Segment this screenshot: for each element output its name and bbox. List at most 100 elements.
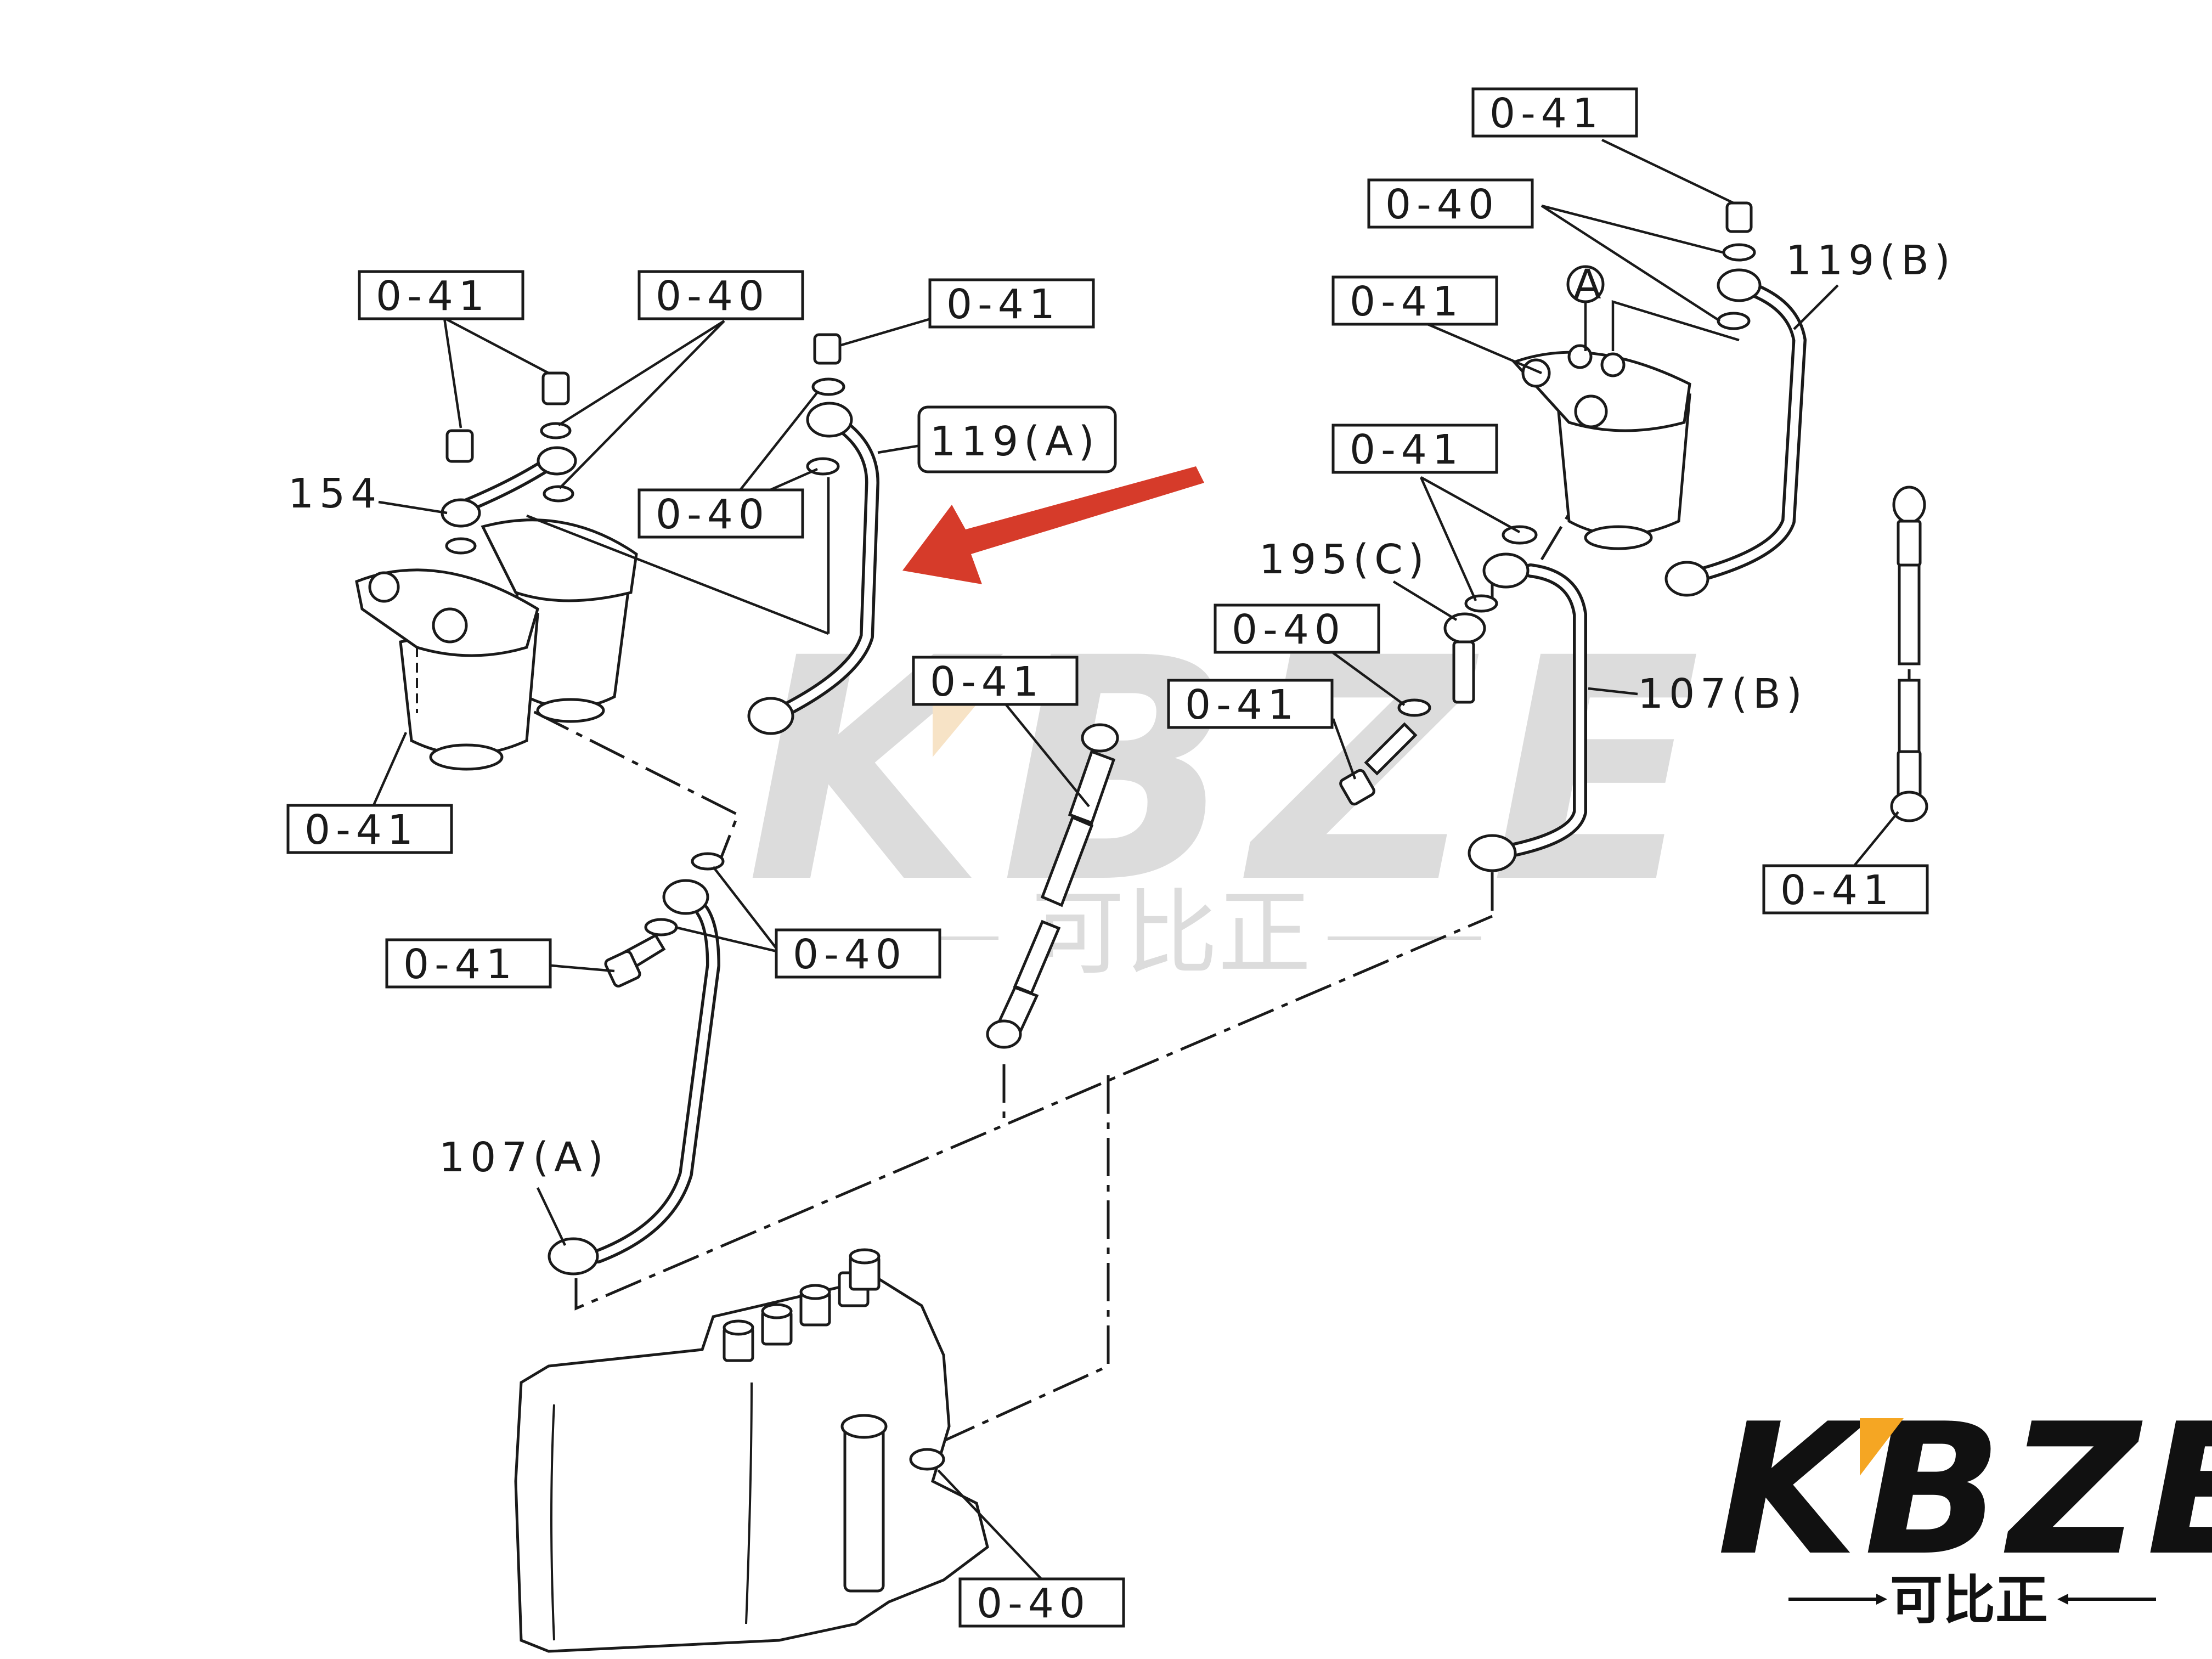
pipe-107a-fill: [594, 906, 718, 1261]
label-l02: 0-40: [1385, 181, 1499, 228]
bolt-left-1: [445, 429, 474, 463]
washer-119b-bottom: [1717, 312, 1751, 330]
leader-l17: [1003, 701, 1090, 808]
label-box-l20: [775, 928, 941, 979]
pipe-107a: [548, 852, 725, 1276]
pipe-119a-fill: [775, 424, 877, 718]
center-hose-upper-section: [1040, 815, 1094, 907]
leader-l23: [937, 1469, 1043, 1581]
label-l12: 119(A): [930, 418, 1100, 465]
label-box-l14: [1214, 603, 1380, 654]
washer-left-2: [543, 485, 574, 503]
right-hose-upper-section: [1898, 563, 1921, 665]
label-box-l19: [1762, 864, 1929, 915]
logo-rule-right-tip: [2057, 1594, 2068, 1605]
label-l20: 0-40: [793, 931, 907, 978]
label-box-l02: [1367, 178, 1534, 229]
bolt-107a-head: [604, 950, 641, 988]
label-box-l10: [1331, 424, 1498, 474]
label-l13: 195(C): [1259, 536, 1430, 583]
label-box-l04: [1331, 275, 1498, 326]
right-hose-top-eye: [1892, 486, 1926, 524]
label-box-l21: [385, 938, 552, 989]
label-box-l23: [958, 1577, 1125, 1628]
leader-l02a: [1541, 204, 1723, 254]
washer-107b-top: [1502, 525, 1538, 545]
leader-lines: [371, 138, 1899, 1581]
right-filter-head: [1511, 351, 1691, 432]
label-l06: 0-41: [376, 273, 490, 320]
label-l19: 0-41: [1780, 867, 1894, 914]
leader-l20a: [712, 866, 780, 953]
leader-l04: [1426, 322, 1542, 375]
right-hose-top-fitting: [1897, 520, 1922, 567]
leader-l02b: [1541, 205, 1721, 322]
label-l11: 0-40: [656, 491, 770, 538]
label-l09: 154: [288, 470, 382, 517]
callout-a-bracket: [1611, 300, 1740, 351]
pump-body-edge-1: [550, 1404, 555, 1641]
label-l10: 0-41: [1350, 426, 1464, 473]
center-hose: [986, 723, 1119, 1049]
pipe-107a-top-eye: [662, 879, 709, 915]
right-hose-lower-section: [1898, 679, 1921, 753]
feed-pump: [843, 1425, 885, 1593]
label-box-l07: [637, 270, 804, 320]
pipe-107a-bottom-eye: [548, 1237, 599, 1276]
pipe-119a-top-eye: [806, 402, 853, 438]
leader-l13: [1392, 580, 1458, 621]
label-l04: 0-41: [1350, 278, 1464, 325]
red-pointer-arrow: [902, 466, 1204, 584]
injection-pump: [514, 1248, 989, 1653]
right-hose-bottom-fitting: [1897, 750, 1922, 797]
washer-119a-top: [811, 377, 845, 396]
rear-filter-drain: [536, 698, 605, 723]
pipe-119a: [747, 333, 879, 735]
pump-body-edge-2: [745, 1382, 753, 1624]
banjo-195c-stem: [1452, 640, 1475, 704]
leader-l09: [378, 500, 448, 515]
right-hose-bottom-eye: [1890, 791, 1928, 822]
washer-107a-bottom: [644, 918, 678, 936]
leader-l06b: [443, 317, 550, 374]
label-box-l18: [286, 804, 453, 854]
right-filter-assembly: A: [1511, 261, 1740, 550]
washer-left-3: [445, 537, 477, 555]
right-filter-port-2: [1600, 352, 1626, 377]
eye-154-left: [441, 498, 481, 528]
leader-l11d: [526, 514, 829, 635]
bolt-left-2: [541, 371, 570, 405]
front-filter-outlet: [432, 607, 468, 644]
highlight-box-119a: [917, 405, 1117, 473]
pipe-119a-bottom-eye: [747, 697, 794, 735]
label-box-l11: [637, 488, 804, 539]
label-l15: 0-41: [1185, 681, 1299, 729]
delivery-valve-3-top: [799, 1284, 831, 1300]
label-l01: 0-41: [1489, 90, 1604, 137]
leader-l15: [1331, 718, 1357, 780]
right-filter-outlet: [1574, 394, 1608, 428]
label-l05: 119(B): [1786, 237, 1956, 284]
front-filter-bolt-hole: [368, 571, 400, 603]
bolt-0-41-shaft: [1364, 722, 1418, 776]
label-l21: 0-41: [403, 941, 517, 988]
label-box-l01: [1471, 87, 1638, 138]
dash-line-107a-to-107b: [574, 915, 1493, 1311]
part-labels: 0-41 0-40 119(B) 0-41 0-41 0-40 0-41 154…: [286, 87, 1956, 1628]
bolt-119b: [1725, 201, 1753, 233]
right-filter-drain: [1584, 525, 1653, 550]
logo-accent-triangle: [1860, 1418, 1904, 1476]
leader-l22: [536, 1187, 567, 1246]
leader-l06a: [443, 318, 462, 428]
label-box-l17: [912, 656, 1079, 706]
delivery-valve-1-top: [723, 1319, 754, 1336]
logo-subtitle: 可比正: [1890, 1570, 2048, 1631]
pipe-107b: [1339, 525, 1587, 872]
washer-left-1: [540, 422, 572, 439]
label-l03: 0-41: [946, 281, 1060, 328]
label-l22: 107(A): [439, 1134, 609, 1181]
leader-l21: [551, 964, 615, 973]
label-box-l03: [928, 278, 1095, 329]
pipe-107b-bottom-eye: [1468, 834, 1517, 872]
center-hose-bottom-eye: [986, 1019, 1022, 1049]
